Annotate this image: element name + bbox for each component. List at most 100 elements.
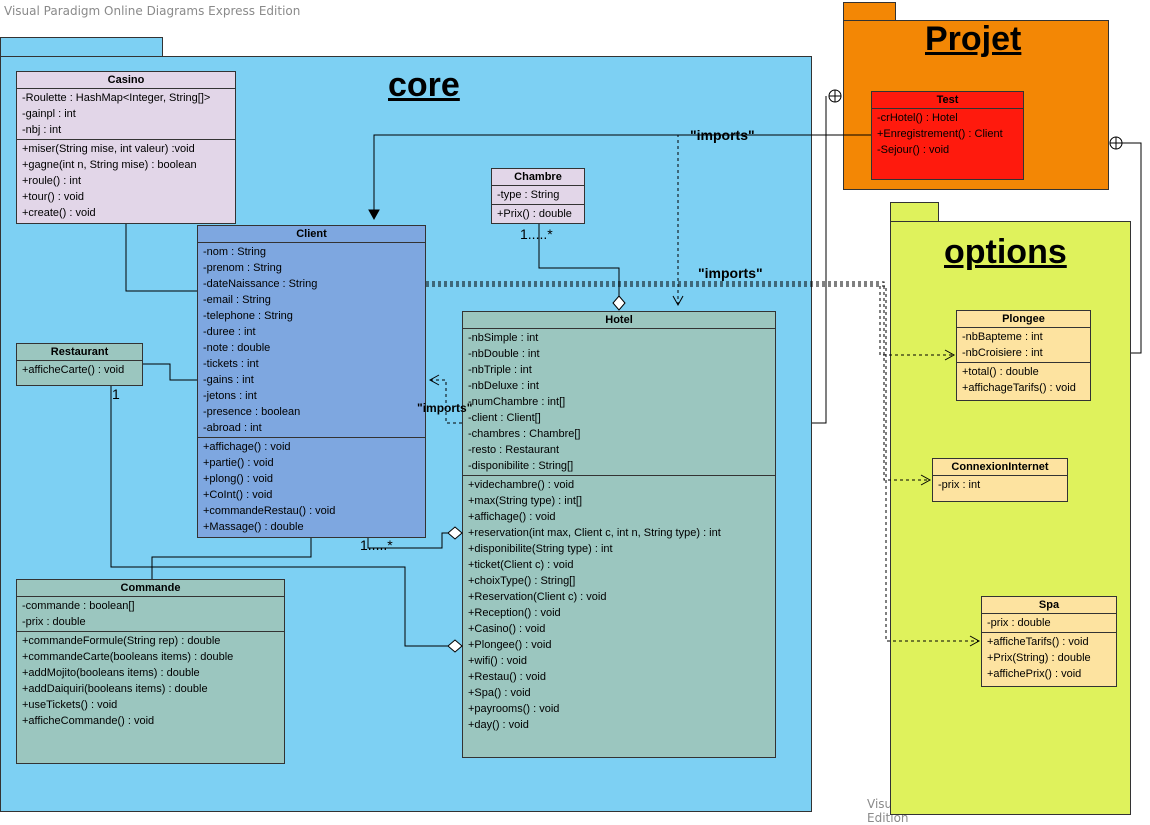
- label-imports-test-hotel: "imports": [690, 127, 755, 143]
- attribute: -dateNaissance : String: [203, 278, 318, 290]
- class-name: Spa: [982, 597, 1116, 614]
- class-attributes: -prix : int: [933, 476, 1067, 494]
- aggregation-diamond-restaurant: [447, 639, 463, 653]
- class-plongee[interactable]: Plongee-nbBapteme : int-nbCroisiere : in…: [956, 310, 1091, 401]
- operation: +Casino() : void: [468, 623, 546, 635]
- operation: +partie() : void: [203, 457, 274, 469]
- attribute: -telephone : String: [203, 310, 293, 322]
- attribute: -client : Client[]: [468, 412, 541, 424]
- operation: +affichage() : void: [203, 441, 291, 453]
- class-name: Restaurant: [17, 344, 142, 361]
- operation: +commandeCarte(booleans items) : double: [22, 651, 234, 663]
- class-casino[interactable]: Casino-Roulette : HashMap<Integer, Strin…: [16, 71, 236, 224]
- class-operations: +Prix() : double: [492, 204, 584, 223]
- attribute: -nom : String: [203, 246, 266, 258]
- class-operations: +videchambre() : void+max(String type) :…: [463, 475, 775, 734]
- attribute: -nbBapteme : int: [962, 331, 1043, 343]
- package-core-title: core: [388, 66, 460, 104]
- class-name: ConnexionInternet: [933, 459, 1067, 476]
- class-attributes: -Roulette : HashMap<Integer, String[]>-g…: [17, 89, 235, 139]
- attribute: -email : String: [203, 294, 271, 306]
- imports-client-plongee: [426, 283, 956, 361]
- operation: +useTickets() : void: [22, 699, 118, 711]
- class-operations: +commandeFormule(String rep) : double +co…: [17, 631, 284, 730]
- operation: +disponibilite(String type) : int: [468, 543, 613, 555]
- attribute: -disponibilite : String[]: [468, 460, 574, 472]
- class-name: Test: [872, 92, 1023, 109]
- operation: +Plongee() : void: [468, 639, 552, 651]
- operation: +afficheCommande() : void: [22, 715, 155, 727]
- attribute: -note : double: [203, 342, 271, 354]
- assoc-casino-client: [125, 224, 197, 292]
- operation: +addMojito(booleans items) : double: [22, 667, 200, 679]
- operation: +afficheTarifs() : void: [987, 636, 1089, 648]
- assoc-test-client: [368, 134, 871, 221]
- operation: +Prix() : double: [497, 208, 572, 220]
- operation: +Spa() : void: [468, 687, 531, 699]
- class-name: Chambre: [492, 169, 584, 186]
- operation: +commandeFormule(String rep) : double: [22, 635, 221, 647]
- attribute: +Enregistrement() : Client: [877, 128, 1003, 140]
- operation: +create() : void: [22, 207, 96, 219]
- aggregation-diamond-chambre: [612, 295, 626, 311]
- class-hotel[interactable]: Hotel-nbSimple : int-nbDouble : int-nbTr…: [462, 311, 776, 758]
- operation: +Reservation(Client c) : void: [468, 591, 607, 603]
- class-restaurant[interactable]: Restaurant+afficheCarte() : void: [16, 343, 143, 386]
- operation: +plong() : void: [203, 473, 274, 485]
- operation: +Reception() : void: [468, 607, 561, 619]
- operation: +wifi() : void: [468, 655, 527, 667]
- operation: +roule() : int: [22, 175, 81, 187]
- class-connexion-internet[interactable]: ConnexionInternet-prix : int: [932, 458, 1068, 502]
- aggregation-client-hotel: [367, 532, 448, 549]
- class-attributes: -type : String: [492, 186, 584, 204]
- operation: +Restau() : void: [468, 671, 546, 683]
- containment-projet-options: [1122, 142, 1142, 354]
- operation: +Massage() : double: [203, 521, 304, 533]
- class-chambre[interactable]: Chambre-type : String +Prix() : double: [491, 168, 585, 224]
- class-client[interactable]: Client-nom : String-prenom : String-date…: [197, 225, 426, 538]
- aggregation-restaurant-hotel: [110, 386, 448, 647]
- multiplicity-client: 1.....*: [360, 537, 393, 553]
- attribute: -nbTriple : int: [468, 364, 532, 376]
- class-operations: +affichage() : void +partie() : void +plon…: [198, 437, 425, 536]
- attribute: -nbCroisiere : int: [962, 347, 1043, 359]
- attribute: -nbSimple : int: [468, 332, 539, 344]
- operation: +tour() : void: [22, 191, 85, 203]
- class-attributes: -commande : boolean[]-prix : double: [17, 597, 284, 631]
- class-name: Hotel: [463, 312, 775, 329]
- attribute: -prenom : String: [203, 262, 282, 274]
- attribute: -crHotel() : Hotel: [877, 112, 958, 124]
- imports-hotel-client: [428, 374, 462, 424]
- attribute: -gainpl : int: [22, 108, 76, 120]
- attribute: -duree : int: [203, 326, 256, 338]
- class-spa[interactable]: Spa-prix : double+afficheTarifs() : void…: [981, 596, 1117, 687]
- class-attributes: -nom : String -prenom : String -dateNaissa…: [198, 243, 425, 437]
- class-attributes: -nbSimple : int-nbDouble : int-nbTriple …: [463, 329, 775, 475]
- attribute: -commande : boolean[]: [22, 600, 135, 612]
- class-test[interactable]: Test -crHotel() : Hotel +Enregistrement() …: [871, 91, 1024, 180]
- class-operations: +total() : double +affichageTarifs() : vo…: [957, 362, 1090, 397]
- class-commande[interactable]: Commande-commande : boolean[]-prix : dou…: [16, 579, 285, 764]
- operation: +day() : void: [468, 719, 529, 731]
- attribute: -jetons : int: [203, 390, 257, 402]
- class-name: Commande: [17, 580, 284, 597]
- attribute: -resto : Restaurant: [468, 444, 560, 456]
- multiplicity-chambre: 1.....*: [520, 226, 553, 242]
- operation: +reservation(int max, Client c, int n, S…: [468, 527, 721, 539]
- attribute: -chambres : Chambre[]: [468, 428, 581, 440]
- label-imports-client-options: "imports": [698, 265, 763, 281]
- imports-test-hotel: [672, 134, 871, 307]
- operation: +gagne(int n, String mise) : boolean: [22, 159, 197, 171]
- package-projet-title: Projet: [925, 20, 1022, 58]
- operation: +affichageTarifs() : void: [962, 382, 1076, 394]
- class-operations: +miser(String mise, int valeur) :void +ga…: [17, 139, 235, 222]
- operation: +choixType() : String[]: [468, 575, 576, 587]
- assoc-client-commande: [151, 538, 312, 579]
- attribute: -presence : boolean: [203, 406, 301, 418]
- operation: +miser(String mise, int valeur) :void: [22, 143, 195, 155]
- label-imports-hotel-client: "imports": [417, 401, 473, 415]
- operation: +total() : double: [962, 366, 1039, 378]
- class-attributes: -nbBapteme : int -nbCroisiere : int: [957, 328, 1090, 362]
- imports-client-spa: [426, 285, 981, 647]
